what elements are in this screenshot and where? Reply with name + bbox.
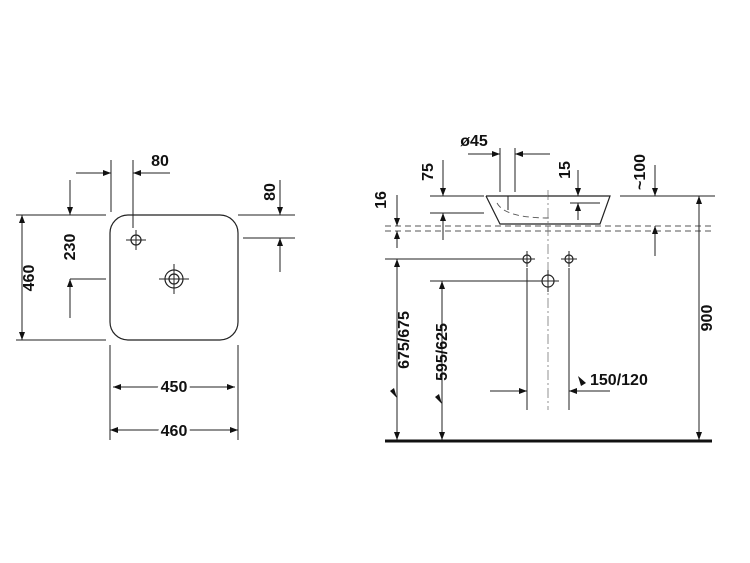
drain-icon — [159, 264, 189, 294]
dim-approx-label: ~100 — [632, 154, 649, 190]
outlet-icon — [537, 270, 559, 292]
dim-center-y: 230 — [62, 180, 106, 318]
dim-inner-width: 450 — [109, 345, 239, 399]
dim-height: 900 — [696, 196, 716, 440]
dim-approx: ~100 — [620, 154, 715, 256]
dim-basin-height-label: 75 — [420, 163, 437, 181]
dim-depth: 460 — [16, 214, 106, 341]
dim-drain-label: ø45 — [460, 133, 488, 150]
dim-outer-width: 460 — [109, 393, 239, 443]
dim-hole-offset-x-label: 80 — [151, 153, 169, 170]
dim-spacing-label: 150/120 — [590, 372, 648, 389]
dim-depth-label: 460 — [21, 265, 38, 292]
inlet-right-icon — [561, 251, 577, 267]
basin-outline-top-view — [109, 214, 239, 341]
inlet-left-icon — [519, 251, 535, 267]
dim-counter-thickness: 16 — [373, 191, 400, 248]
side-view: ø45 75 16 15 — [373, 133, 716, 443]
dim-outlet-height: 595/625 — [430, 280, 537, 440]
dim-outlet-height-label: 595/625 — [434, 323, 451, 381]
dim-inner-width-label: 450 — [161, 379, 188, 396]
dim-drain: ø45 — [460, 133, 550, 192]
dim-hole-offset-x: 80 — [76, 153, 170, 228]
dim-outer-width-label: 460 — [161, 423, 188, 440]
dim-rim-label: 15 — [557, 161, 574, 179]
dim-spacing: 150/120 — [490, 268, 648, 410]
dim-center-y-label: 230 — [62, 234, 79, 261]
dim-hole-offset-y: 80 — [238, 180, 295, 272]
dim-basin-height: 75 — [420, 160, 484, 240]
dim-rim: 15 — [548, 161, 600, 220]
dim-hole-offset-y-label: 80 — [262, 183, 279, 201]
dim-inlet-height-label: 675/675 — [396, 311, 413, 369]
dim-height-label: 900 — [699, 305, 716, 332]
dim-counter-thickness-label: 16 — [373, 191, 390, 209]
plan-view: 80 230 460 80 — [16, 153, 295, 443]
tap-hole-icon — [126, 230, 146, 250]
dim-inlet-height: 675/675 — [385, 258, 519, 440]
